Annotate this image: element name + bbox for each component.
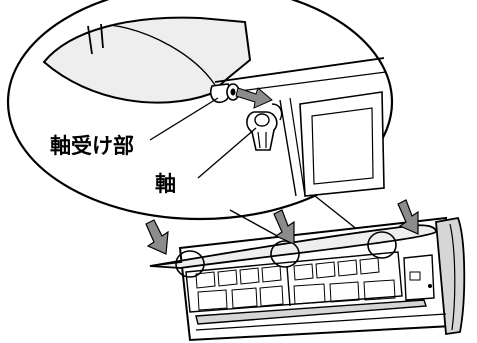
panel-top-edge	[87, 25, 93, 55]
magnified-hinge-detail	[6, 0, 394, 221]
hinge-receiver-label: 軸受け部	[50, 134, 134, 158]
hinge-shaft-label: 軸	[155, 172, 176, 196]
hinge-shaft-part	[246, 103, 283, 151]
hinge-location-circle	[175, 250, 205, 278]
front-panel-magnified	[42, 16, 252, 104]
unit-top-edge-magnified	[214, 57, 385, 83]
down-arrow-icon	[397, 199, 419, 235]
down-arrow-icon	[273, 209, 295, 245]
air-conditioner-unit	[149, 216, 466, 342]
panel-top-edge-2	[100, 23, 104, 49]
unit-indicator	[409, 271, 421, 281]
hinge-location-circle	[270, 240, 300, 268]
down-arrow-icon	[145, 219, 169, 255]
unit-right-cap	[435, 216, 466, 336]
removal-arrows	[145, 199, 419, 255]
down-arrow-icon	[235, 87, 273, 109]
front-panel-raised	[149, 224, 437, 269]
leader-line-shaft	[197, 127, 257, 179]
hinge-location-circle	[367, 231, 397, 259]
leader-line-receiver	[149, 97, 219, 141]
filter-frame-magnified	[279, 91, 385, 197]
unit-air-outlet	[195, 299, 427, 325]
filter-grid	[185, 251, 403, 313]
panel-inner-curve	[109, 24, 216, 86]
hinge-location-circles	[175, 231, 397, 278]
